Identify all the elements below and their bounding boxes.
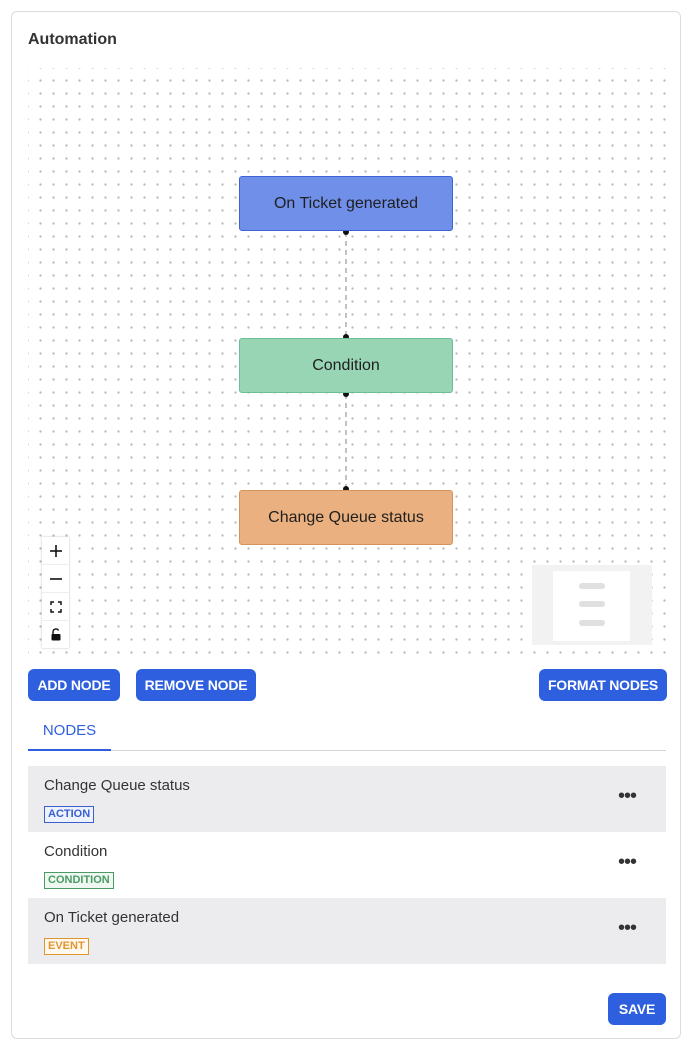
minimap[interactable] (532, 565, 652, 645)
more-options-icon[interactable]: ••• (618, 917, 637, 939)
fit-view-button[interactable] (42, 593, 69, 621)
plus-icon (49, 544, 62, 557)
remove-node-button[interactable]: REMOVE NODE (136, 669, 256, 701)
flow-node-event-label: On Ticket generated (273, 194, 419, 212)
minimap-node (579, 620, 605, 626)
list-item-title: Condition (44, 843, 108, 860)
node-list: Change Queue status ACTION ••• Condition… (28, 766, 666, 964)
tab-nodes[interactable]: NODES (28, 712, 111, 751)
fit-view-icon (49, 600, 62, 613)
list-item[interactable]: Change Queue status ACTION ••• (28, 766, 666, 832)
minus-icon (49, 577, 62, 580)
flow-node-event[interactable]: On Ticket generated (239, 176, 453, 231)
canvas-controls (42, 537, 69, 648)
zoom-out-button[interactable] (42, 565, 69, 593)
flow-node-action-label: Change Queue status (268, 508, 424, 526)
type-badge: ACTION (44, 806, 95, 823)
minimap-node (579, 583, 605, 589)
zoom-in-button[interactable] (42, 537, 69, 565)
flow-node-action[interactable]: Change Queue status (239, 490, 453, 545)
minimap-viewport (553, 571, 630, 641)
tab-bar: NODES (28, 712, 666, 751)
format-nodes-button[interactable]: FORMAT NODES (539, 669, 667, 701)
list-item-title: On Ticket generated (44, 909, 180, 926)
type-badge: EVENT (44, 938, 89, 955)
save-button[interactable]: SAVE (608, 993, 666, 1025)
more-options-icon[interactable]: ••• (618, 785, 637, 807)
list-item-title: Change Queue status (44, 777, 190, 794)
card-title: Automation (28, 31, 117, 48)
more-options-icon[interactable]: ••• (618, 851, 637, 873)
flow-node-condition-label: Condition (312, 356, 380, 374)
flow-node-condition[interactable]: Condition (239, 338, 453, 393)
flow-canvas[interactable]: On Ticket generated Condition Change Que… (28, 68, 666, 660)
add-node-button[interactable]: ADD NODE (28, 669, 120, 701)
list-item[interactable]: Condition CONDITION ••• (28, 832, 666, 898)
list-item[interactable]: On Ticket generated EVENT ••• (28, 898, 666, 964)
lock-icon (51, 628, 60, 641)
automation-card: Automation On Ticket generated Condition… (11, 11, 681, 1039)
lock-button[interactable] (42, 621, 69, 648)
minimap-node (579, 601, 605, 607)
type-badge: CONDITION (44, 872, 114, 889)
